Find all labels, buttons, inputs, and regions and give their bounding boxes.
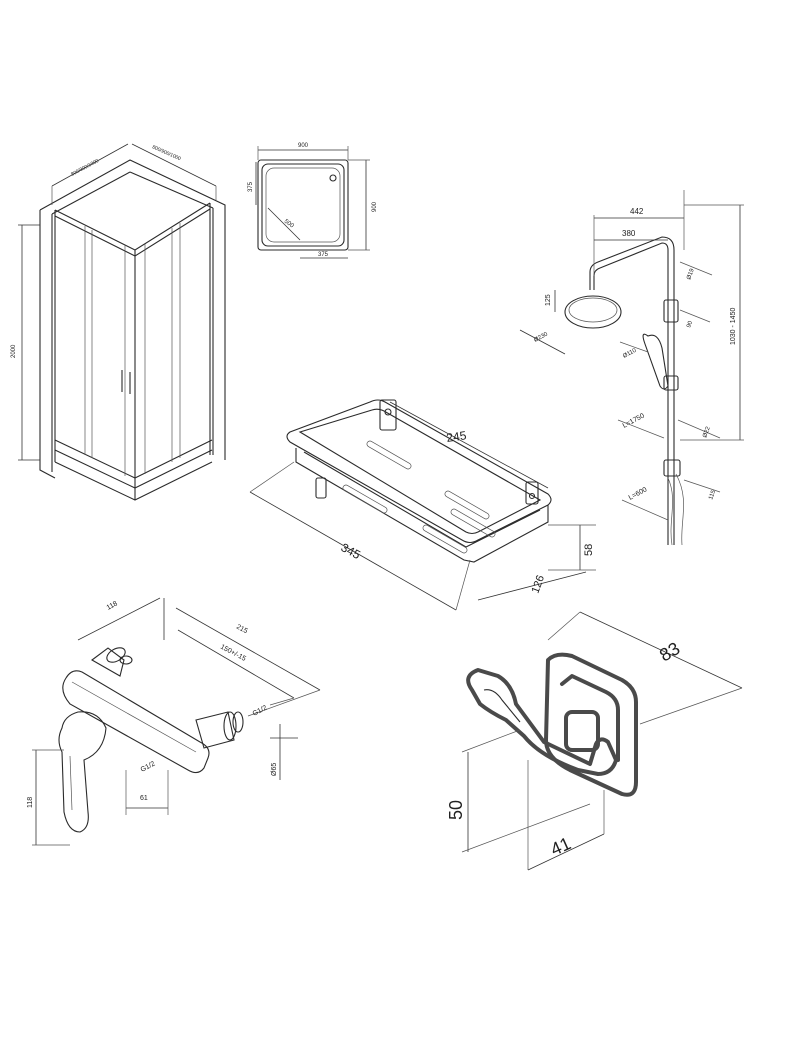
column-hose-2-label: L=600 — [628, 486, 649, 501]
column-mixer-offset-label: 115 — [708, 489, 717, 501]
column-hand-diameter-label: Ø110 — [622, 347, 638, 359]
tray-depth-label: 900 — [372, 201, 378, 212]
column-bracket-label: 90 — [686, 320, 694, 329]
column-spacing-label: Ø22 — [702, 425, 712, 438]
mixer-total-length-label: 215 — [235, 624, 249, 636]
column-height-range-label: 1030 - 1450 — [730, 308, 737, 345]
shower-column-drawing — [519, 190, 744, 546]
column-hose-1-label: L=1750 — [622, 412, 646, 429]
enclosure-depth-right-label: 800/900/1000 — [151, 144, 182, 162]
hook-height-label: 50 — [446, 800, 466, 820]
shower-enclosure-drawing — [18, 143, 226, 501]
mixer-outlet-diameter-label: Ø65 — [271, 763, 278, 776]
column-arm-reach-label: 380 — [622, 229, 636, 238]
tray-diagonal-label: 500 — [283, 219, 295, 230]
column-arm-total-label: 442 — [630, 207, 644, 216]
basket-height-label: 58 — [583, 544, 595, 556]
basket-inner-width-label: 245 — [445, 428, 467, 445]
column-head-diameter-label: Ø230 — [533, 331, 549, 343]
tray-drain-y-label: 375 — [248, 181, 254, 192]
tray-width-label: 900 — [298, 143, 309, 149]
mixer-height-label: 118 — [27, 797, 34, 808]
mixer-depth-label: 61 — [140, 795, 148, 802]
mixer-top-width-label: 118 — [106, 600, 119, 611]
shower-tray-drawing — [255, 146, 370, 259]
tray-drain-x-label: 375 — [318, 252, 329, 258]
mixer-thread-top-label: G1/2 — [252, 704, 269, 717]
column-head-height-label: 125 — [545, 294, 552, 306]
hook-length-label: 83 — [656, 638, 683, 665]
shower-basket-drawing — [249, 399, 596, 611]
towel-hook-drawing — [461, 611, 743, 871]
mixer-thread-bottom-label: G1/2 — [140, 760, 157, 773]
column-pipe-diameter-label: Ø19 — [686, 267, 696, 280]
enclosure-height-label: 2000 — [11, 344, 17, 358]
shower-mixer-drawing — [32, 597, 321, 846]
basket-outer-width-label: 345 — [339, 540, 364, 562]
enclosure-depth-left-label: 800/900/1000 — [70, 158, 100, 178]
hook-width-label: 41 — [547, 833, 573, 859]
basket-depth-label: 126 — [530, 574, 548, 595]
